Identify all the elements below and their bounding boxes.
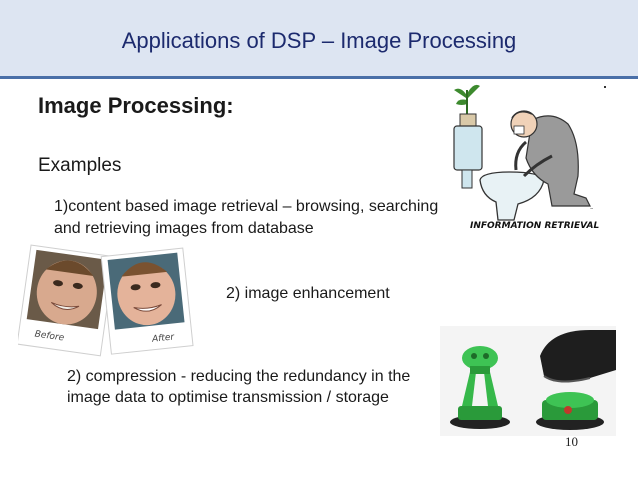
example-item-retrieval: 1)content based image retrieval – browsi… xyxy=(54,198,439,237)
compression-robot-photos xyxy=(440,326,616,436)
before-after-photos: Before After xyxy=(18,244,194,357)
page-number: 10 xyxy=(565,434,578,449)
cartoon-caption: INFORMATION RETRIEVAL xyxy=(470,221,599,231)
svg-text:~: ~ xyxy=(590,206,593,211)
slide-header xyxy=(0,0,638,76)
slide-title: Applications of DSP – Image Processing xyxy=(121,28,517,53)
examples-label: Examples xyxy=(38,155,122,176)
information-retrieval-cartoon: INFORMATION RETRIEVAL ~ xyxy=(453,84,599,231)
after-label: After xyxy=(151,332,176,344)
section-heading: Image Processing: xyxy=(38,93,234,118)
header-divider xyxy=(0,76,638,79)
stray-mark xyxy=(604,86,606,88)
before-label: Before xyxy=(34,329,65,343)
example-item-compression: 2) compression - reducing the redundancy… xyxy=(67,368,411,406)
example-item-enhancement: 2) image enhancement xyxy=(226,285,390,302)
